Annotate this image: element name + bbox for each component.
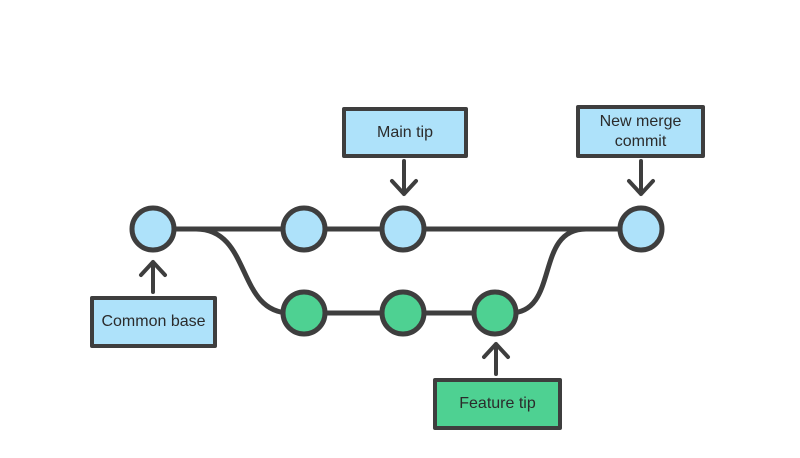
main-tip-down-arrow-icon <box>390 159 418 196</box>
new-merge-commit-label: New merge commit <box>576 105 705 158</box>
commit-node-main-3 <box>379 205 427 253</box>
commit-node-main-1 <box>129 205 177 253</box>
commit-node-main-2 <box>280 205 328 253</box>
common-base-up-arrow-icon <box>139 260 167 294</box>
commit-node-feature-2 <box>379 289 427 337</box>
merge-in-curve <box>507 226 589 316</box>
feature-tip-up-arrow-icon <box>482 342 510 376</box>
commit-node-feature-1 <box>280 289 328 337</box>
branch-out-curve <box>193 226 293 316</box>
new-merge-commit-down-arrow-icon <box>627 159 655 196</box>
commit-node-merge <box>617 205 665 253</box>
feature-tip-label: Feature tip <box>433 378 562 430</box>
commit-node-feature-3 <box>471 289 519 337</box>
main-tip-label: Main tip <box>342 107 468 158</box>
common-base-label: Common base <box>90 296 217 348</box>
